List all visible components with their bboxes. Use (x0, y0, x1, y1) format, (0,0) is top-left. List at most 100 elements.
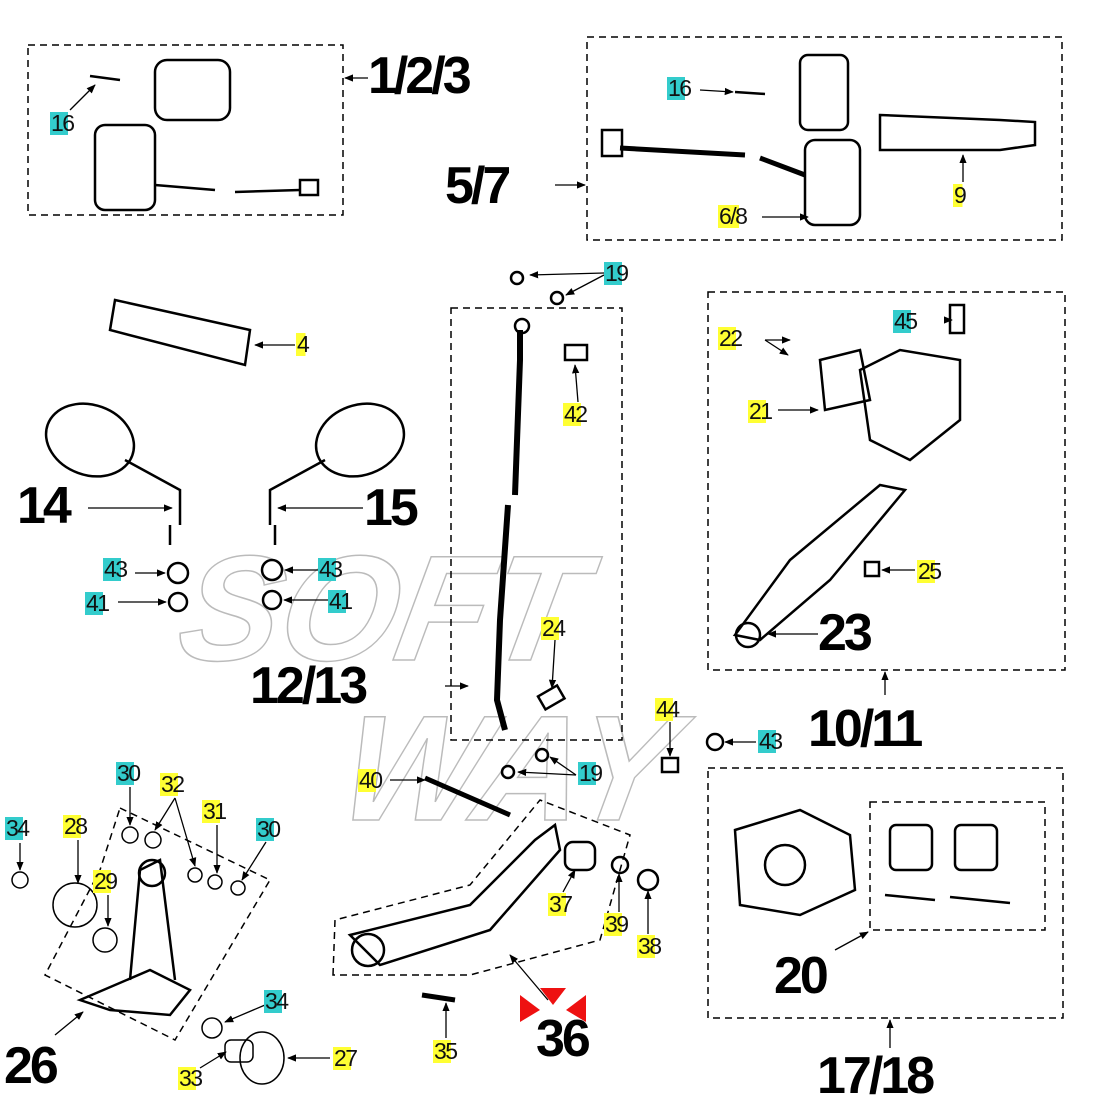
part-label: 19 (578, 760, 603, 786)
assembly-label: 20 (774, 944, 829, 1002)
nut-38 (636, 868, 660, 892)
group-box-26 (43, 806, 272, 1041)
arm-36-eye (350, 932, 386, 968)
part-label: 40 (358, 767, 383, 793)
screw-16-left (89, 74, 121, 82)
part-label: 39 (604, 911, 629, 937)
group-box-17-18 (707, 767, 1064, 1019)
part-label: 43 (758, 728, 783, 754)
switch-cable (154, 183, 301, 194)
assembly-label: 10/11 (808, 697, 923, 755)
part-label: 27 (333, 1045, 358, 1071)
part-label: 25 (917, 558, 942, 584)
part-label: 24 (541, 615, 566, 641)
washer-43-right (260, 558, 284, 582)
part-label: 33 (178, 1065, 203, 1091)
washer-27 (239, 1031, 285, 1085)
part-label: 30 (256, 816, 281, 842)
group-box-pads (869, 801, 1046, 931)
part-label: 45 (893, 308, 918, 334)
part-label: 32 (160, 771, 185, 797)
assembly-label: 14 (17, 474, 72, 532)
connector-right (600, 128, 624, 158)
assembly-label: 12/13 (250, 654, 368, 712)
parts (11, 53, 1037, 1085)
watermark: SOFT WAY (167, 524, 702, 853)
watermark-soft: SOFT (168, 525, 608, 693)
bolt-24 (536, 683, 567, 712)
nut-34-bottom (201, 1017, 223, 1039)
group-box-1-2-3 (27, 44, 344, 216)
assembly-label: 15 (364, 476, 419, 534)
part-label: 29 (93, 868, 118, 894)
switch-housing-left (93, 123, 157, 212)
mirror-right-stem (268, 458, 326, 545)
group-box-36 (332, 799, 631, 976)
washer-19b (549, 290, 565, 306)
arm-36 (347, 822, 562, 967)
mirror-left-stem (124, 458, 182, 545)
assembly-label: 17/18 (817, 1044, 935, 1100)
red-marker-icon (520, 988, 586, 1022)
assembly-label: 36 (536, 1007, 591, 1065)
washer-19c (500, 764, 516, 780)
part-label: 4 (296, 331, 310, 357)
part-label: 35 (433, 1038, 458, 1064)
part-label: 16 (50, 110, 75, 136)
switch-connector (298, 178, 320, 197)
watermark-way: WAY (330, 685, 702, 853)
assembly-label: 1/2/3 (368, 44, 489, 102)
washer-19a (509, 270, 525, 286)
switch-housing-top (153, 58, 232, 122)
part-label: 28 (63, 813, 88, 839)
group-boxes (27, 36, 1066, 1041)
washer-39 (610, 855, 630, 875)
part-label: 9 (953, 182, 967, 208)
part-label: 41 (328, 588, 353, 614)
nut-34-left (11, 871, 29, 889)
pad-right (953, 823, 999, 872)
part-label: 42 (563, 401, 588, 427)
brake-hose (493, 330, 523, 731)
part-label: 34 (5, 815, 30, 841)
nut-41-right (261, 589, 283, 611)
part-label: 31 (202, 798, 227, 824)
spacer-33 (224, 1039, 254, 1063)
group-box-10-11 (707, 291, 1066, 671)
washer-43-left (166, 561, 190, 585)
switch-housing-right (803, 138, 862, 227)
washer-19d (534, 747, 550, 763)
part-label: 30 (116, 760, 141, 786)
caliper-piston (763, 843, 807, 887)
master-cylinder (858, 348, 962, 462)
part-label: 34 (264, 988, 289, 1014)
caliper (733, 808, 857, 917)
bolt-44 (660, 756, 680, 774)
part-label: 41 (85, 590, 110, 616)
assembly-label: 26 (4, 1034, 59, 1092)
pivot-25 (863, 560, 881, 578)
arm-26-stem (128, 858, 177, 981)
part-label: 19 (604, 260, 629, 286)
pad-springs (884, 893, 1011, 905)
bleeder-45 (948, 303, 966, 335)
nut-41-left (167, 591, 189, 613)
grip-left (108, 298, 252, 367)
seal-28 (52, 882, 98, 928)
mirror-right (314, 402, 406, 478)
bearing-29 (92, 927, 118, 953)
arm-26-top (137, 858, 167, 888)
part-label: 38 (637, 933, 662, 959)
washer-43-mid (705, 732, 725, 752)
part-label: 44 (655, 696, 680, 722)
part-label: 43 (103, 556, 128, 582)
bolt-35 (421, 992, 456, 1003)
part-label: 37 (548, 891, 573, 917)
part-label: 16 (667, 75, 692, 101)
pad-left (888, 823, 934, 872)
part-label: 43 (318, 556, 343, 582)
bolt-42 (563, 343, 589, 362)
arm-26-base (76, 968, 192, 1017)
